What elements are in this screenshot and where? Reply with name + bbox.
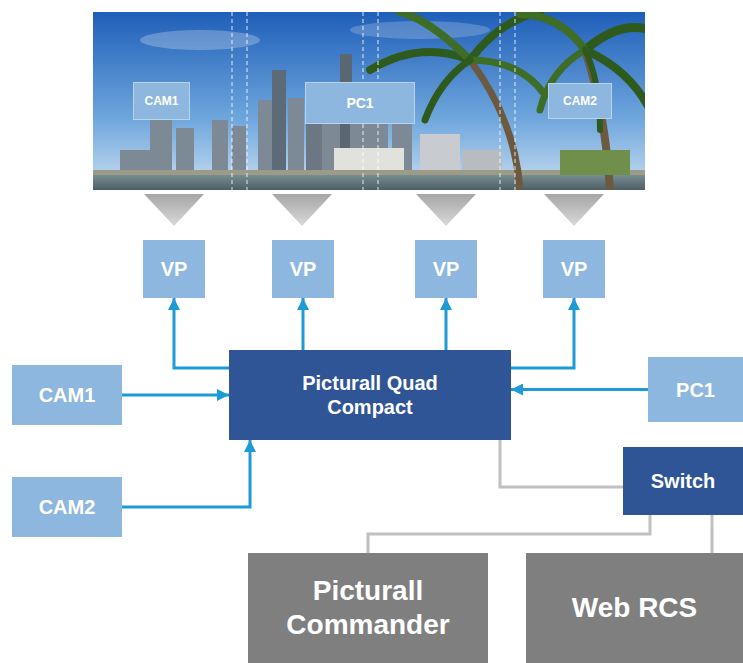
switch-box: Switch bbox=[623, 447, 743, 515]
node-label: Picturall Quad Compact bbox=[280, 371, 460, 419]
photo bbox=[93, 12, 645, 190]
node-label: Web RCS bbox=[572, 591, 698, 625]
node-label: VP bbox=[433, 257, 460, 281]
server-box: Picturall Quad Compact bbox=[229, 350, 511, 440]
projector-box: VP bbox=[143, 240, 205, 298]
source-box: CAM2 bbox=[12, 477, 122, 537]
node-label: Switch bbox=[651, 469, 715, 493]
network-link bbox=[711, 515, 714, 553]
video-signal-arrow bbox=[122, 440, 250, 507]
video-signal-arrow bbox=[122, 394, 229, 397]
network-link bbox=[500, 440, 623, 487]
screen-label: PC1 bbox=[305, 82, 415, 124]
node-label: CAM1 bbox=[39, 383, 96, 407]
projector-box: VP bbox=[543, 240, 605, 298]
node-label: CAM1 bbox=[144, 94, 178, 108]
node-label: Picturall Commander bbox=[268, 574, 468, 641]
node-label: VP bbox=[561, 257, 588, 281]
control-box: Web RCS bbox=[526, 553, 743, 663]
node-label: PC1 bbox=[676, 378, 715, 402]
control-box: Picturall Commander bbox=[248, 553, 488, 663]
node-label: CAM2 bbox=[39, 495, 96, 519]
video-signal-arrow bbox=[302, 298, 305, 350]
projector-box: VP bbox=[272, 240, 334, 298]
node-label: CAM2 bbox=[563, 94, 597, 108]
screen-label: CAM2 bbox=[548, 83, 612, 119]
network-link bbox=[368, 515, 650, 553]
video-signal-arrow bbox=[511, 298, 574, 368]
source-box: CAM1 bbox=[12, 365, 122, 425]
projector-box: VP bbox=[415, 240, 477, 298]
projection-cone bbox=[144, 194, 604, 226]
screen-label: CAM1 bbox=[133, 82, 190, 120]
video-signal-arrow bbox=[445, 298, 448, 350]
node-label: PC1 bbox=[346, 95, 373, 112]
node-label: VP bbox=[161, 257, 188, 281]
video-signal-arrow bbox=[511, 388, 648, 391]
source-box: PC1 bbox=[648, 357, 743, 422]
video-signal-arrow bbox=[174, 298, 229, 368]
node-label: VP bbox=[290, 257, 317, 281]
